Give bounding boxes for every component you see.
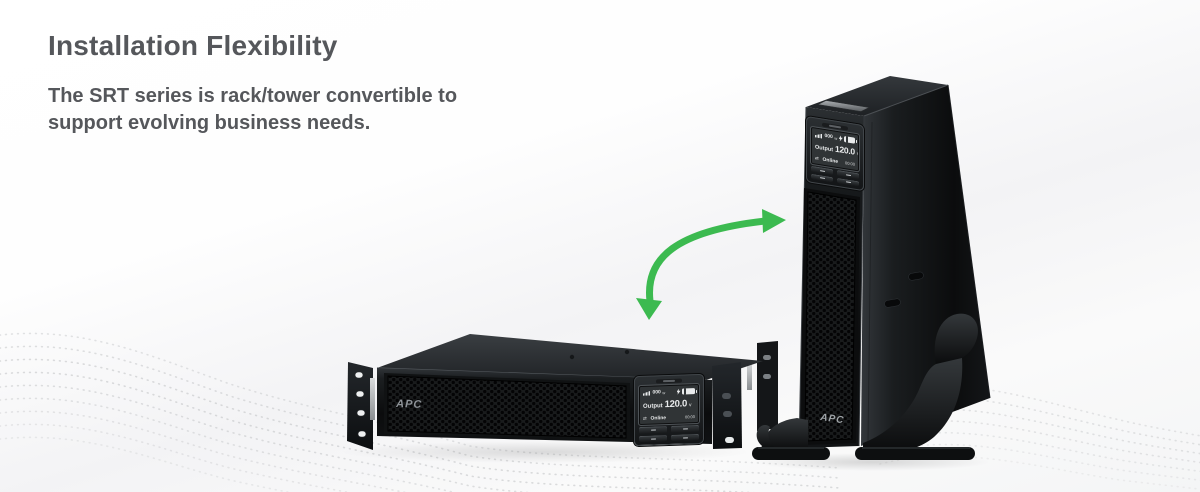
tower-mesh-grille (804, 191, 857, 442)
rack-left-ear (347, 362, 373, 450)
arrow-head-right-icon (762, 209, 786, 233)
display-button (671, 433, 699, 441)
tower-lcd-output-row: Output 120.0 v (815, 142, 859, 158)
battery-icon (844, 136, 856, 144)
tower-brand-logo: APC (819, 412, 845, 426)
charge-bolt-icon (677, 389, 681, 395)
display-button (639, 434, 667, 443)
charge-bolt-icon (839, 135, 843, 142)
rack-display-module: 000 w Output 120.0 v Online 00:00 (634, 373, 704, 447)
output-unit: v (688, 402, 692, 409)
rack-rear-flange-holes (763, 355, 771, 379)
rack-top-screws (569, 349, 630, 360)
rack-rail-silver-latch (747, 361, 752, 390)
rack-brand-logo: APC (395, 398, 423, 411)
display-button (811, 173, 833, 183)
tower-ups-unit: APC (752, 76, 991, 471)
load-bars-icon (815, 132, 823, 138)
load-bars-icon (643, 391, 651, 396)
rack-left-ear-holes (354, 371, 367, 438)
arrow-curve (645, 217, 766, 302)
tower-side-seam (867, 121, 873, 443)
tower-side-top-edge (863, 84, 949, 117)
rack-display-buttons (639, 424, 699, 443)
rack-lcd-output-row: Output 120.0 v (643, 398, 695, 411)
battery-icon (682, 388, 695, 395)
rack-display-top-slot (656, 378, 682, 384)
load-unit: w (662, 390, 666, 396)
tower-front-foot (752, 418, 830, 460)
output-label: Output (643, 403, 663, 411)
mode-icon (815, 156, 821, 161)
status-text: Online (822, 156, 839, 165)
load-value: 000 (652, 389, 661, 396)
rack-rear-rail-flange (757, 341, 778, 431)
rack-right-ear (712, 362, 742, 449)
tower-lcd-screen: 000 w Output 120.0 v Online 00:00 (810, 125, 860, 173)
output-value: 120.0 (835, 143, 855, 157)
display-button (639, 426, 667, 434)
load-unit: w (834, 135, 838, 141)
rack-tower-convert-arrow (636, 209, 786, 320)
page-title: Installation Flexibility (48, 30, 338, 61)
tower-side-back-edge (947, 84, 991, 399)
tower-display-module: 000 w Output 120.0 v Online 00:00 (806, 116, 864, 192)
tower-lcd-mode-row: Online 00:00 (815, 155, 856, 167)
arrow-head-down-icon (636, 298, 662, 320)
subheading: The SRT series is rack/tower convertible… (48, 83, 457, 137)
display-button (671, 424, 699, 433)
mode-icon (643, 416, 649, 421)
rack-shadow (340, 441, 750, 463)
rack-lcd-status-row: 000 w (643, 387, 695, 396)
output-value: 120.0 (664, 398, 687, 411)
output-label: Output (815, 144, 834, 154)
output-unit: v (856, 151, 859, 158)
runtime-text: 00:00 (844, 160, 855, 167)
display-button (837, 177, 859, 187)
rack-lcd-mode-row: Online 00:00 (643, 414, 696, 422)
tower-side-slots (884, 271, 924, 308)
rack-right-ear-holes (722, 393, 734, 443)
tower-top-cap-strip (817, 100, 870, 112)
rack-ups-unit: APC (340, 334, 778, 463)
status-text: Online (650, 414, 667, 422)
rack-mesh-grille (387, 375, 627, 439)
subheading-line-2: support evolving business needs. (48, 112, 371, 134)
load-value: 000 (824, 132, 833, 141)
rack-left-silver-rail (370, 378, 375, 420)
subheading-line-1: The SRT series is rack/tower convertible… (48, 85, 458, 107)
tower-front-left-edge (798, 106, 807, 449)
headline-block: Installation Flexibility The SRT series … (48, 28, 457, 137)
runtime-text: 00:00 (684, 414, 695, 420)
rack-lcd-screen: 000 w Output 120.0 v Online 00:00 (638, 382, 700, 427)
tower-rear-foot (855, 313, 978, 460)
